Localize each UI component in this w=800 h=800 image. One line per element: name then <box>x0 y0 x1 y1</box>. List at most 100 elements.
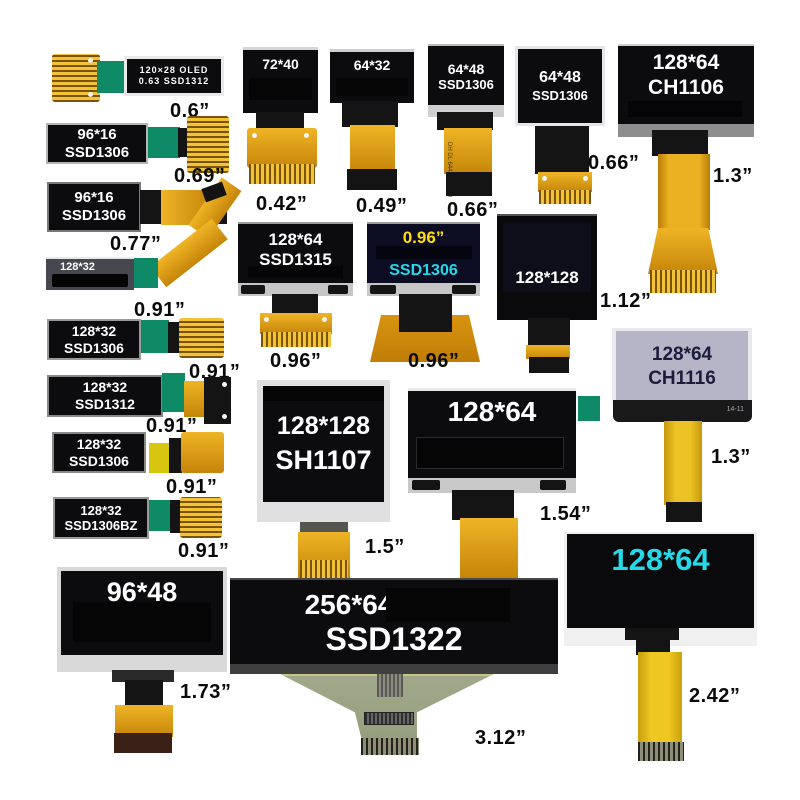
module-base <box>408 478 576 493</box>
screen-text-line1: 128*128 <box>515 268 579 287</box>
screen-text-line2: CH1106 <box>648 75 724 99</box>
size-label: 1.3” <box>713 165 753 187</box>
connector-block <box>149 500 171 531</box>
base-bump <box>625 628 679 640</box>
fpc-cable <box>150 218 228 288</box>
screen-text-line1: 120×28 OLED <box>139 65 209 76</box>
fpc-cable <box>115 705 173 737</box>
fpc-fingers <box>261 332 331 347</box>
fpc-cable <box>538 172 592 192</box>
screen-text-line2: SH1107 <box>275 444 372 475</box>
size-label: 1.3” <box>711 446 751 468</box>
screen-text-line1: 128*64 <box>268 230 323 249</box>
oled-screen: 128*32 SSD1306BZ <box>53 497 149 539</box>
oled-screen: 128*32 SSD1312 <box>47 375 163 417</box>
pcb-connector-strip <box>364 712 414 725</box>
oled-screen: 64*48 SSD1306 <box>515 46 605 126</box>
screen-inner <box>386 588 510 622</box>
screen-text-line2: SSD1306 <box>389 262 458 280</box>
connector-black <box>452 490 514 520</box>
base-bump <box>412 480 440 490</box>
screen-text-line2: SSD1306 <box>64 143 130 161</box>
size-label: 0.91” <box>134 299 186 321</box>
fpc-cable <box>179 318 224 358</box>
oled-screen: 120×28 OLED 0.63 SSD1312 <box>124 56 224 96</box>
fpc-fingers <box>300 560 348 578</box>
board-hole <box>222 414 227 419</box>
fpc-cable <box>526 345 570 359</box>
connector-black <box>636 638 670 655</box>
base-bump <box>370 285 396 294</box>
connector-block <box>134 258 158 288</box>
fpc-fingers <box>249 164 315 184</box>
screen-text-line1: 128*32 <box>82 379 128 396</box>
screen-text-line1: 128*32 <box>71 322 117 339</box>
screen-text-line1: 72*40 <box>262 56 299 72</box>
connector-block <box>162 373 185 412</box>
size-label: 0.49” <box>356 195 408 217</box>
fpc-hole <box>252 133 257 138</box>
screen-text-line1: 128*64 <box>652 51 720 74</box>
size-label: 1.54” <box>540 503 592 525</box>
fpc-cable <box>181 432 224 473</box>
screen-text-line1: 256*64 <box>304 589 394 620</box>
screen-text-line2: SSD1306BZ <box>64 518 138 533</box>
pcb-fingers <box>361 738 419 755</box>
screen-inner <box>248 266 343 278</box>
screen-text-line1: 128*64 <box>651 343 713 365</box>
size-label: 0.91” <box>146 415 198 437</box>
connector-block <box>578 396 600 421</box>
screen-text-line2: SSD1312 <box>75 396 135 412</box>
screen-text-line1: 64*32 <box>353 57 391 73</box>
fpc-cable <box>658 154 710 230</box>
screen-text-line2: SSD1306 <box>532 87 588 103</box>
base-bump <box>241 285 265 294</box>
size-label: 0.77” <box>110 233 162 255</box>
connector-black <box>399 294 452 332</box>
screen-text-line2: SSD1315 <box>259 250 332 270</box>
fpc-cable <box>260 313 332 334</box>
fpc-fingers <box>650 270 716 293</box>
fpc-end <box>114 733 172 753</box>
size-label: 2.42” <box>689 685 741 707</box>
screen-inner <box>52 274 128 287</box>
connector-black <box>652 130 708 156</box>
screen-text-line1: 96*16 <box>74 189 114 207</box>
connector-black <box>272 294 318 315</box>
connector-black <box>169 438 182 473</box>
screen-inner <box>628 101 742 117</box>
screen-inner <box>416 437 564 469</box>
screen-text-line2: 0.63 SSD1312 <box>138 76 210 86</box>
screen-text-line2: SSD1306 <box>61 207 127 224</box>
fpc-cable <box>460 518 518 578</box>
fpc-fingers <box>539 190 591 204</box>
fpc-hole <box>322 317 327 322</box>
size-label: 0.96” <box>408 350 460 372</box>
oled-screen: 128*128 SH1107 <box>263 386 384 502</box>
screen-inner <box>263 386 384 401</box>
screen-text-line1: 64*48 <box>539 68 581 86</box>
screen-inner <box>336 78 408 96</box>
connector-yellow <box>149 443 170 473</box>
screen-text-line1: 64*48 <box>447 60 485 77</box>
connector-black <box>178 128 188 157</box>
size-label: 0.66” <box>447 199 499 221</box>
fpc-end <box>529 357 569 373</box>
fpc-fingers <box>638 742 684 761</box>
oled-screen: 96*16 SSD1306 <box>46 123 148 164</box>
connector-black <box>168 322 180 353</box>
connector-black <box>125 680 163 708</box>
oled-screen: 128*32 SSD1306 <box>52 432 146 473</box>
size-label: 1.5” <box>365 536 405 558</box>
size-label: 0.69” <box>174 165 226 187</box>
fpc-fanout <box>648 228 718 274</box>
size-label: 0.96” <box>270 350 322 372</box>
connector-block <box>141 320 169 353</box>
screen-inner <box>376 246 472 259</box>
screen-inner <box>73 602 211 642</box>
connector-black <box>528 318 570 348</box>
size-label: 3.12” <box>475 727 527 749</box>
fpc-hole <box>264 317 269 322</box>
module-base <box>230 664 558 674</box>
